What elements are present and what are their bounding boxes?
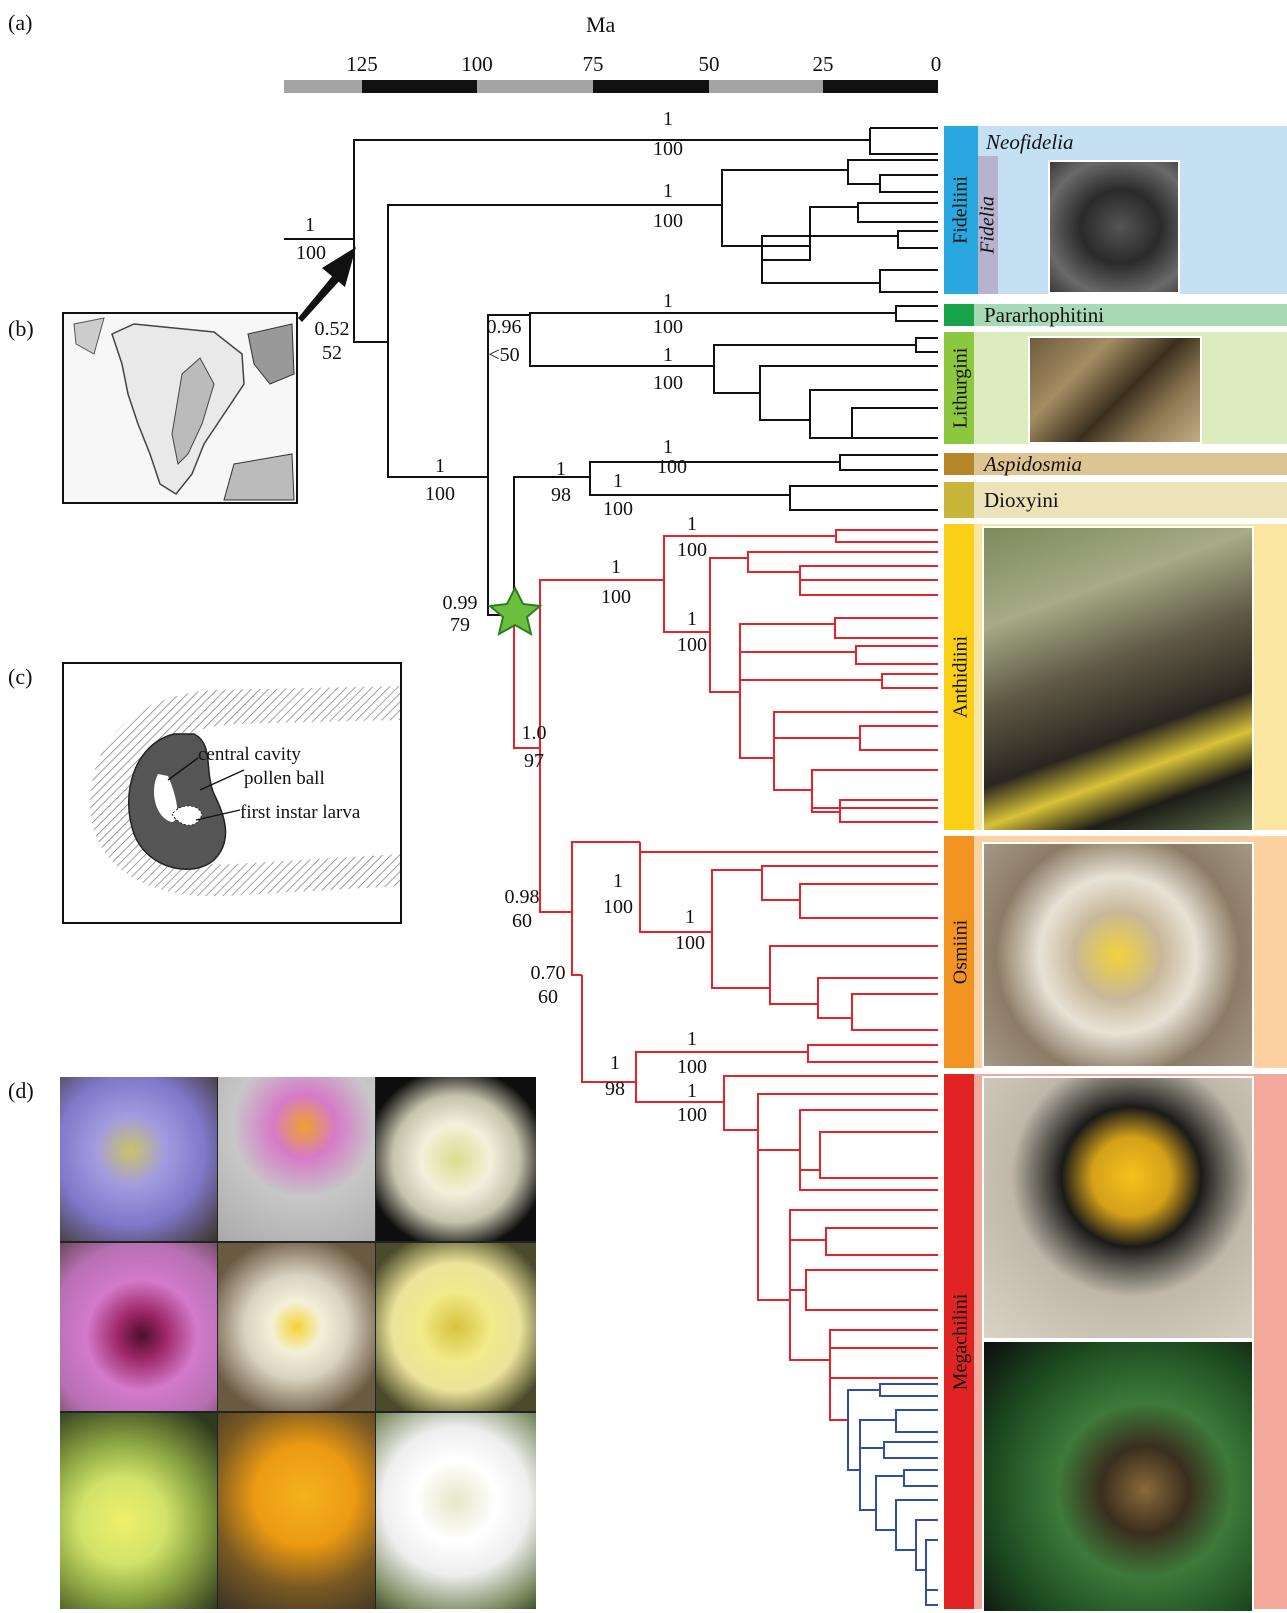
fidelia-bee-photo (1048, 160, 1180, 294)
branch-blue-2 (876, 1470, 938, 1605)
branch-red-6 (758, 1130, 938, 1420)
flower-photo-2 (218, 1077, 375, 1241)
nest-cell-diagram: central cavity pollen ball first instar … (62, 662, 402, 924)
osmiini-bar: Osmiini (944, 836, 978, 1068)
aspidosmia-bar (944, 453, 978, 475)
flower-photo-3 (376, 1077, 536, 1241)
branch-blue-1 (860, 1410, 938, 1510)
root-stem (284, 238, 354, 240)
pararhophitini-band: Pararhophitini (974, 304, 1287, 326)
lithurgini-bee-photo (1028, 336, 1202, 444)
osmiini-snail-nest-photo (982, 842, 1254, 1068)
fidelia-bar: Fidelia (978, 156, 998, 294)
flower-photo-9 (376, 1413, 536, 1609)
anthidiini-bar: Anthidiini (944, 524, 978, 830)
pararhophitini-bar (944, 304, 978, 326)
megachilini-bee-photo-2 (982, 1340, 1254, 1613)
paleomap-panel (62, 312, 298, 504)
flower-photo-4 (60, 1243, 217, 1411)
megachilini-bee-photo-1 (982, 1076, 1254, 1340)
flower-photo-6 (376, 1243, 536, 1411)
branch-black-3 (722, 160, 938, 205)
neofidelia-label: Neofidelia (986, 130, 1074, 155)
branch-red-2 (740, 692, 938, 822)
pollen-ball-label: pollen ball (244, 768, 325, 790)
flower-photo-5 (218, 1243, 375, 1411)
megachilini-bar: Megachilini (944, 1074, 978, 1609)
fideliini-bar: Fideliini (944, 126, 978, 294)
branch-black-4 (722, 203, 938, 292)
branch-black-6 (530, 315, 938, 438)
flower-photo-7 (60, 1413, 217, 1609)
flower-photo-grid (60, 1077, 536, 1609)
flower-photo-8 (218, 1413, 375, 1609)
branch-black-1 (870, 128, 938, 154)
lithurgini-bar: Lithurgini (944, 332, 978, 444)
dioxyini-band: Dioxyini (974, 482, 1287, 518)
dioxyini-bar (944, 482, 978, 518)
aspidosmia-band: Aspidosmia (974, 453, 1287, 475)
first-instar-larva-label: first instar larva (240, 802, 360, 824)
central-cavity-label: central cavity (198, 744, 301, 766)
flower-photo-1 (60, 1077, 217, 1241)
node-096-label: 0.96<50 (482, 316, 526, 366)
anthidiini-bee-photo (982, 526, 1254, 832)
map-arrow-head-icon (322, 247, 356, 287)
